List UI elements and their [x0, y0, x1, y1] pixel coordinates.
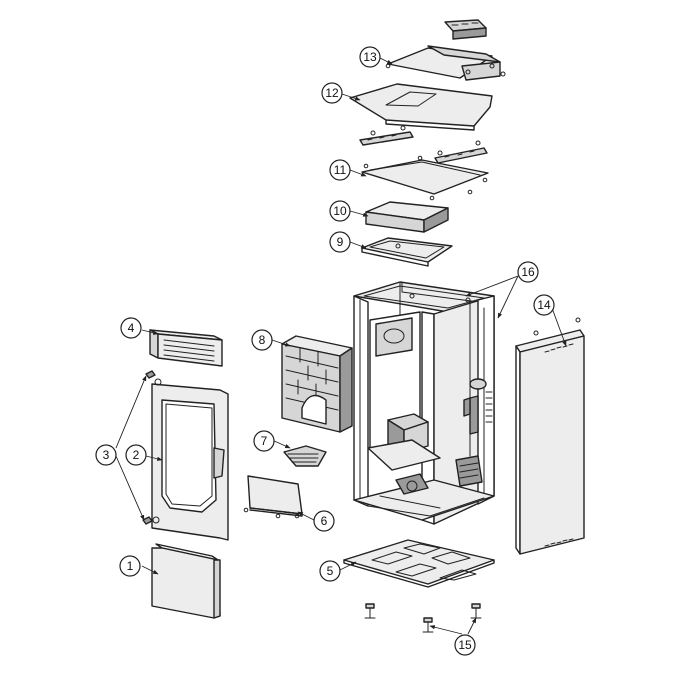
callout-label-6: 6 — [321, 514, 328, 528]
callout-label-11: 11 — [334, 163, 347, 177]
callout-label-4: 4 — [128, 321, 135, 335]
part-14-side-panel — [515, 317, 585, 555]
callout-14: 14 — [533, 294, 555, 316]
callout-13: 13 — [359, 46, 381, 68]
callout-6: 6 — [313, 510, 335, 532]
callout-1: 1 — [119, 555, 141, 577]
callout-5: 5 — [319, 560, 341, 582]
callout-label-8: 8 — [259, 333, 266, 347]
callout-11: 11 — [329, 159, 351, 181]
part-11-mounting-panel — [359, 125, 489, 201]
callout-4: 4 — [120, 317, 142, 339]
part-9-tray — [361, 237, 453, 267]
part-8-firebrick — [281, 335, 353, 433]
leader-lines — [115, 57, 567, 635]
callout-label-1: 1 — [127, 559, 134, 573]
callout-label-2: 2 — [133, 448, 140, 462]
part-1-lower-door — [151, 543, 221, 619]
callout-8: 8 — [251, 329, 273, 351]
callout-12: 12 — [321, 82, 343, 104]
part-12-top-panel — [349, 83, 493, 131]
part-16-frame — [353, 281, 495, 525]
callout-label-12: 12 — [325, 86, 339, 100]
part-15-feet — [364, 603, 482, 633]
callout-9: 9 — [329, 231, 351, 253]
callout-label-5: 5 — [327, 564, 334, 578]
part-10-block — [365, 201, 449, 233]
callout-7: 7 — [253, 430, 275, 452]
part-6-ash-panel — [243, 475, 303, 519]
callout-label-14: 14 — [537, 298, 551, 312]
callout-label-16: 16 — [521, 265, 535, 279]
callout-label-13: 13 — [363, 50, 377, 64]
callout-label-7: 7 — [261, 434, 268, 448]
part-3-hinges — [142, 370, 156, 525]
callout-label-3: 3 — [103, 448, 110, 462]
callout-15: 15 — [454, 634, 476, 656]
part-2-door — [151, 378, 229, 541]
callout-label-9: 9 — [337, 235, 344, 249]
part-13-top-cover — [385, 19, 506, 81]
callout-10: 10 — [329, 200, 351, 222]
callout-label-15: 15 — [458, 638, 472, 652]
part-5-base-plate — [343, 539, 495, 588]
callout-3: 3 — [95, 444, 117, 466]
part-4-grill — [149, 329, 223, 367]
callout-2: 2 — [125, 444, 147, 466]
callout-16: 16 — [517, 261, 539, 283]
callout-label-10: 10 — [333, 204, 347, 218]
part-7-pot — [283, 445, 327, 467]
